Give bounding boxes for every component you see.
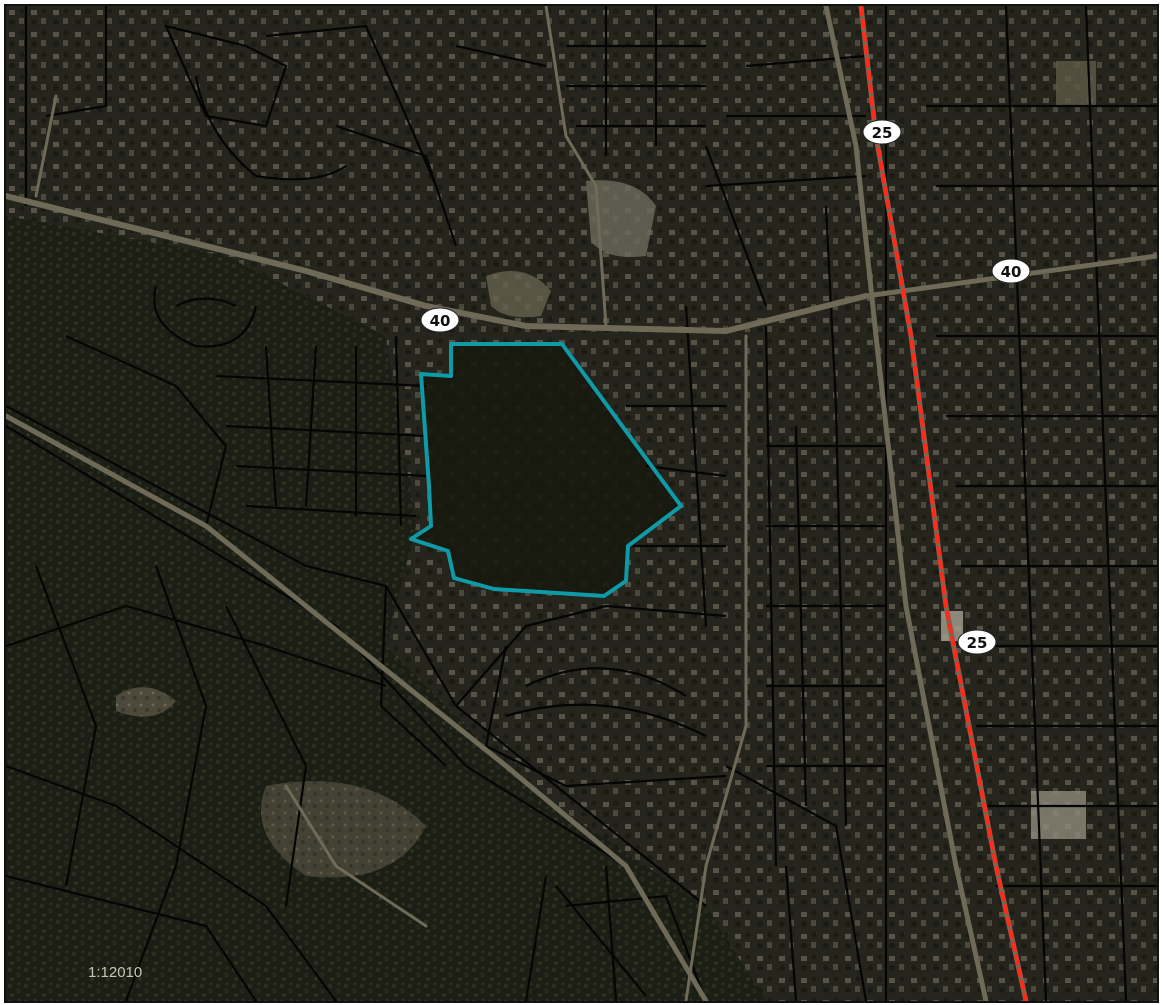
route-25-shield-north: 25 <box>862 119 902 145</box>
local-road <box>684 334 748 1001</box>
open-lot <box>486 271 551 318</box>
rail-corridor <box>6 413 709 1001</box>
residential-area-northwest <box>6 6 566 236</box>
us-25-highlight-line <box>859 6 1028 1001</box>
route-25-shield-south: 25 <box>957 629 997 655</box>
route-40-road <box>6 193 869 335</box>
open-lot <box>586 180 656 257</box>
route-40-shield-east: 40 <box>991 258 1031 284</box>
route-25-label: 25 <box>872 124 893 142</box>
clearing <box>261 781 426 878</box>
route-40-label: 40 <box>1001 263 1022 281</box>
route-40-shield-west: 40 <box>420 307 460 333</box>
subject-parcel-outline[interactable] <box>409 342 683 598</box>
map-scale-label: 1:12010 <box>88 964 142 981</box>
map-frame: 25 40 40 25 1:12010 <box>4 4 1159 1003</box>
property-lines <box>6 6 1157 1001</box>
frontage-road <box>823 6 989 1001</box>
trail <box>284 784 428 928</box>
route-40-label: 40 <box>430 312 451 330</box>
local-road <box>544 6 608 328</box>
route-25-label: 25 <box>967 634 988 652</box>
aerial-map[interactable]: 25 40 40 25 1:12010 <box>6 6 1157 1001</box>
local-road <box>34 94 58 198</box>
clearing <box>116 687 176 717</box>
parcel-forest <box>411 344 681 596</box>
